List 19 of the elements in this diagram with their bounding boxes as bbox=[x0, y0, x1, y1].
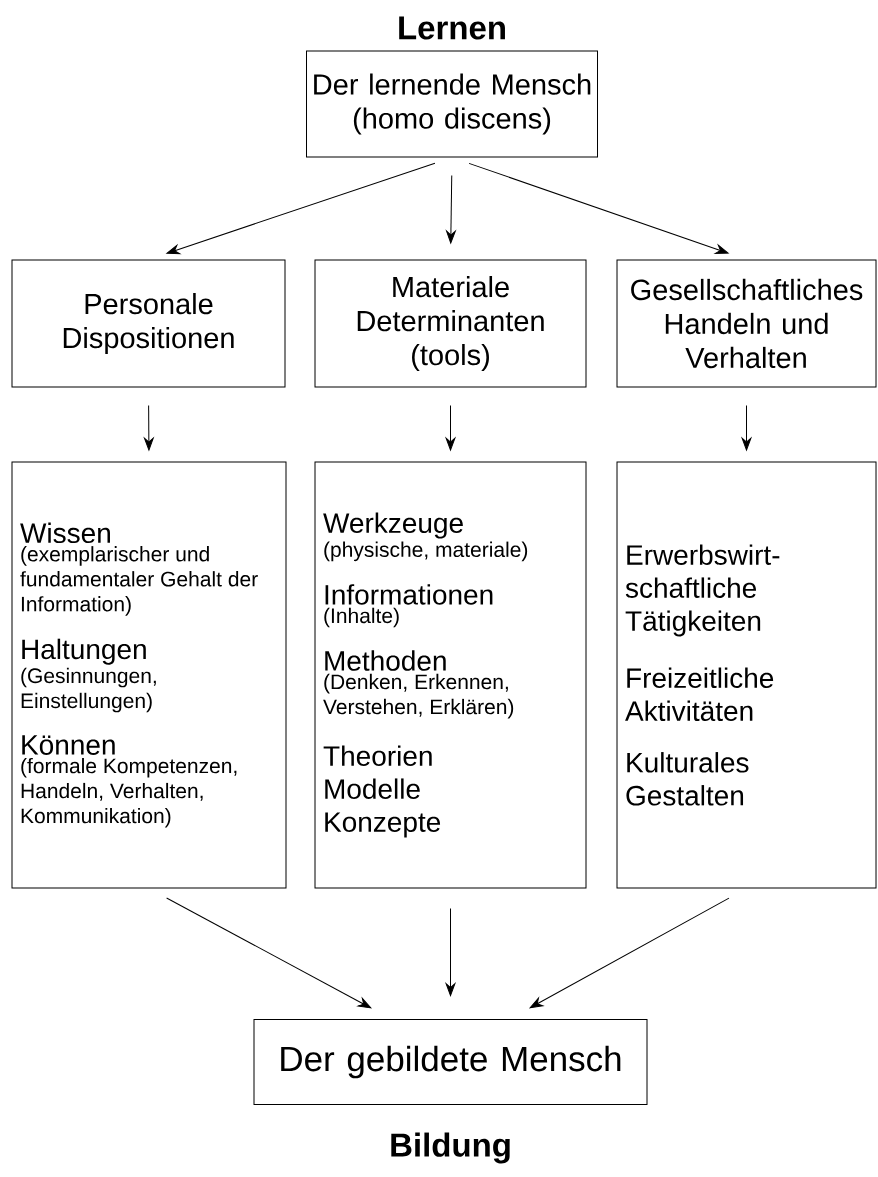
box: Erwerbswirt-schaftliche Tätigkeiten Freizeitliche Aktivitäten Kulturales Gestalten bbox=[616, 461, 877, 889]
box: Wissen (exemplarischer und fundamentaler Gehalt der Information) Haltungen (Gesinnungen, Einstellungen) Können (formale Kompetenzen, Handeln, Verhalten, Kommunikation) bbox=[11, 461, 287, 889]
arrow bbox=[445, 405, 456, 451]
arrow bbox=[529, 897, 730, 1009]
arrow bbox=[468, 162, 729, 254]
box: Der gebildete Mensch bbox=[253, 1019, 648, 1105]
box: Werkzeuge (physische, materiale) Informationen (Inhalte) Methoden (Denken, Erkennen, Verstehen, Erklären) Theorien Modelle Konzepte bbox=[314, 461, 587, 889]
arrow bbox=[741, 405, 752, 451]
box: Personale Dispositionen bbox=[11, 259, 286, 388]
box: Der lernende Mensch (homo discens) bbox=[306, 50, 598, 158]
arrow bbox=[446, 175, 456, 244]
arrow bbox=[166, 162, 436, 255]
box: Gesellschaftliches Handeln und Verhalten bbox=[616, 259, 877, 388]
arrow bbox=[166, 897, 372, 1009]
heading: Lernen bbox=[399, 16, 505, 40]
heading: Bildung bbox=[391, 1132, 510, 1164]
arrow bbox=[445, 908, 456, 997]
box: Materiale Determinanten (tools) bbox=[314, 259, 587, 388]
arrow bbox=[143, 405, 154, 451]
